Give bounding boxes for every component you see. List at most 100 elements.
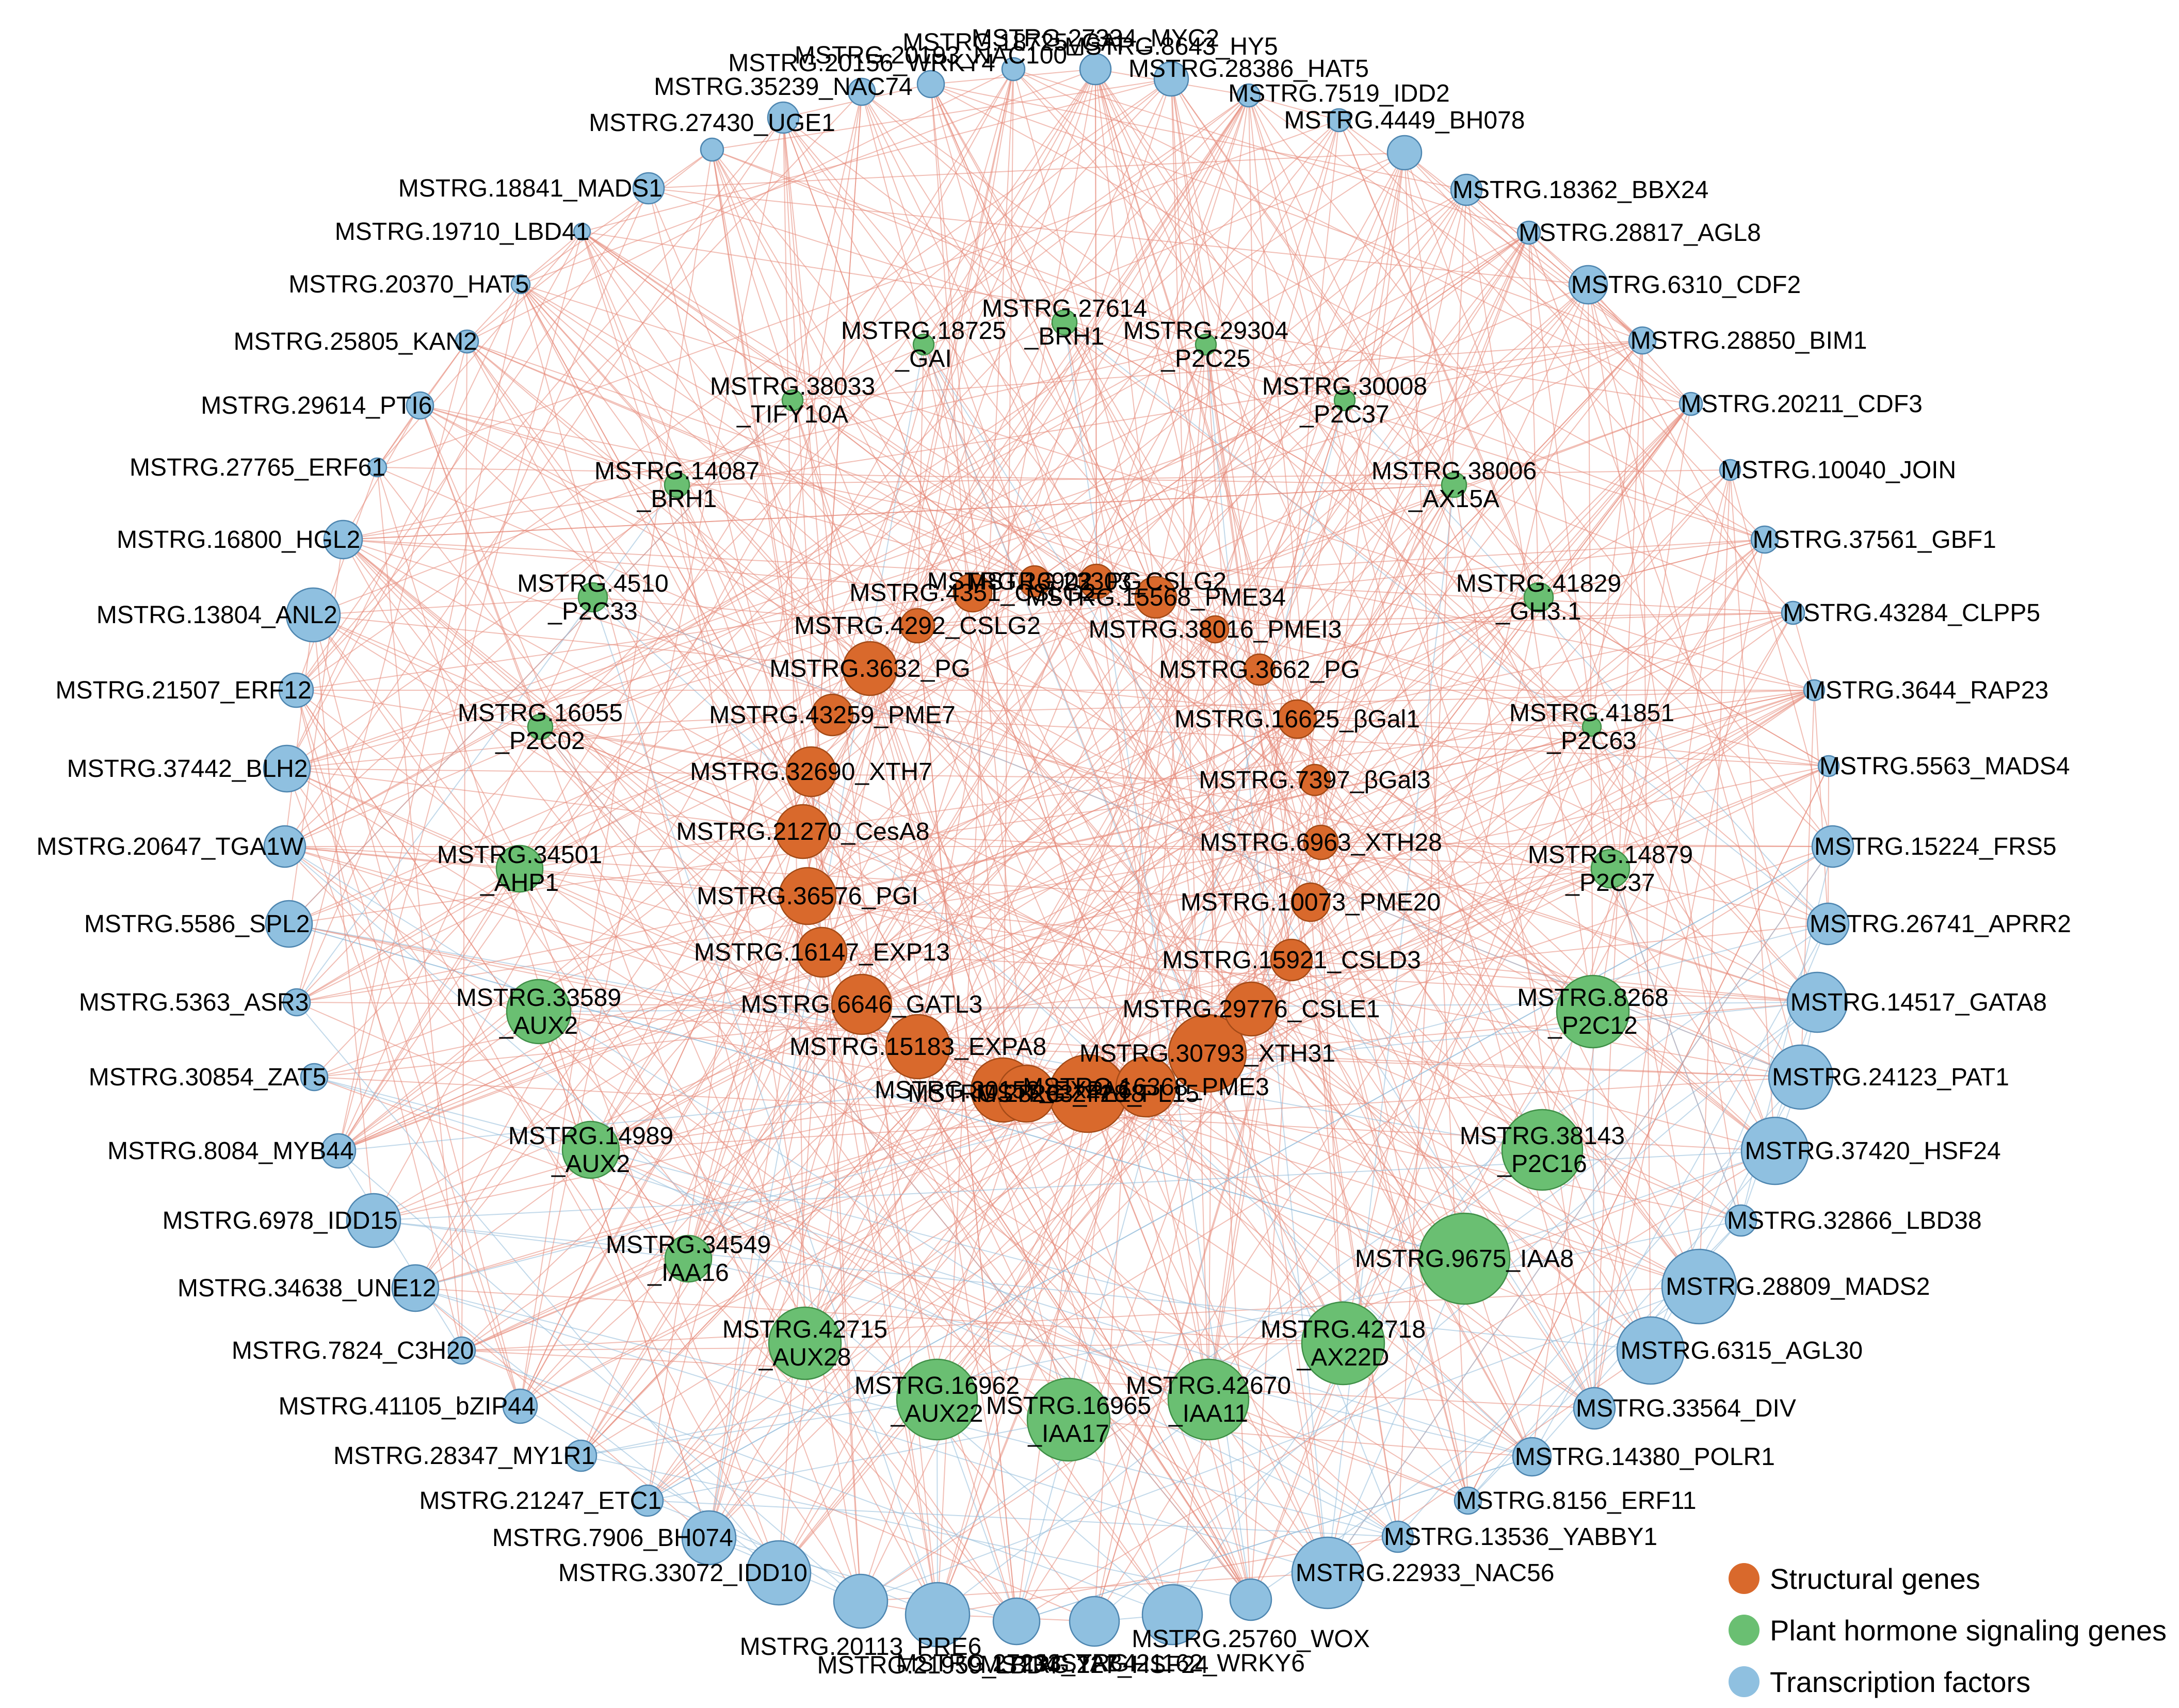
node-mstrg-5363-asr3[interactable] [282, 988, 311, 1017]
node-mstrg-21162-wrky6[interactable] [1141, 1584, 1203, 1646]
node-mstrg-16625-gal1[interactable] [1277, 699, 1317, 739]
node-mstrg-29614-pti6[interactable] [406, 391, 434, 420]
node-mstrg-28386-hat5[interactable] [1236, 83, 1261, 108]
node-mstrg-33072-idd10[interactable] [746, 1540, 812, 1606]
node-mstrg-8268-p2c12[interactable] [1556, 974, 1630, 1049]
node-mstrg-36576-pgi[interactable] [778, 867, 837, 925]
node-mstrg-22933-nac56[interactable] [1291, 1536, 1364, 1609]
node-mstrg-20211-cdf3[interactable] [1678, 392, 1703, 416]
node-mstrg-42670-iaa11[interactable] [1167, 1358, 1250, 1441]
node-mstrg-23303-cslg2[interactable] [1078, 563, 1115, 599]
node-mstrg-8643-hy5[interactable] [1153, 61, 1189, 97]
node-mstrg-28263-pl18[interactable] [997, 1064, 1056, 1123]
node-mstrg-28850-bim1[interactable] [1628, 326, 1657, 355]
node-mstrg-20370-hat5[interactable] [510, 274, 531, 295]
node-mstrg-21270-cesa8[interactable] [775, 804, 831, 859]
node-mstrg-8156-erf11[interactable] [1454, 1486, 1482, 1515]
node-mstrg-5563-mads4[interactable] [1817, 755, 1840, 777]
node-mstrg-41105-bzip44[interactable] [502, 1388, 538, 1424]
node-mstrg-38143-p2c16[interactable] [1501, 1109, 1584, 1191]
node-mstrg-27430-uge1[interactable] [700, 137, 724, 162]
node-mstrg-28809-mads2[interactable] [1661, 1248, 1737, 1325]
node-mstrg-18841-mads1[interactable] [632, 172, 665, 205]
node-mstrg-34501-ahp1[interactable] [495, 844, 544, 893]
node-mstrg-13804-anl2[interactable] [285, 587, 341, 643]
node-mstrg-6310-cdf2[interactable] [1568, 265, 1608, 305]
node-mstrg-13902-pg[interactable] [1018, 565, 1051, 598]
node-mstrg-24123-pat1[interactable] [1768, 1044, 1834, 1110]
node-mstrg-18362-bbx24[interactable] [1450, 173, 1483, 206]
node-mstrg-14517-gata8[interactable] [1786, 971, 1848, 1033]
node-mstrg-38006-ax15a[interactable] [1441, 471, 1467, 498]
node-mstrg-21247-etc1[interactable] [631, 1484, 664, 1517]
node-mstrg-7519-idd2[interactable] [1327, 108, 1351, 133]
node-mstrg-28817-agl8[interactable] [1516, 220, 1541, 245]
node-mstrg-15183-expa8[interactable] [885, 1014, 951, 1080]
node-mstrg-16962-aux22[interactable] [896, 1358, 978, 1441]
node-mstrg-16055-p2c02[interactable] [527, 713, 554, 740]
node-mstrg-16368-pme3[interactable] [1115, 1056, 1177, 1118]
node-mstrg-20156-wrky4[interactable] [847, 77, 876, 106]
node-mstrg-30854-zat5[interactable] [300, 1063, 329, 1092]
node-mstrg-8084-myb44[interactable] [320, 1133, 357, 1169]
node-mstrg-29776-csle1[interactable] [1223, 981, 1279, 1037]
node-mstrg-10073-pme20[interactable] [1290, 882, 1331, 922]
node-mstrg-4292-cslg2[interactable] [899, 608, 935, 644]
node-mstrg-227-hsf24[interactable] [1069, 1596, 1120, 1647]
node-mstrg-27765-erf61[interactable] [367, 457, 388, 478]
node-mstrg-37420-hsf24[interactable] [1740, 1116, 1810, 1185]
node-mstrg-41851-p2c63[interactable] [1581, 717, 1602, 737]
node-mstrg-18725-gai[interactable] [1001, 57, 1026, 82]
node-mstrg-3644-rap23[interactable] [1803, 679, 1826, 702]
node-mstrg-5586-spl2[interactable] [265, 900, 313, 948]
node-mstrg-14087-brh1[interactable] [664, 471, 690, 498]
node-mstrg-37561-gbf1[interactable] [1750, 525, 1779, 554]
node-mstrg-7397-gal3[interactable] [1298, 763, 1331, 796]
node-mstrg-32690-xth7[interactable] [785, 746, 837, 798]
node-mstrg-38016-pmei3[interactable] [1201, 615, 1230, 644]
node-mstrg-21959-lbd4[interactable] [905, 1582, 971, 1648]
node-mstrg-30008-p2c37[interactable] [1333, 389, 1356, 412]
node-mstrg-4351-cslg2[interactable] [953, 573, 993, 613]
node-mstrg-28347-my1r1[interactable] [564, 1439, 598, 1472]
node-mstrg-16965-iaa17[interactable] [1026, 1377, 1111, 1462]
node-mstrg-10040-join[interactable] [1719, 459, 1741, 481]
node-mstrg-41829-gh3-1[interactable] [1523, 582, 1554, 613]
node-mstrg-35239-nac74[interactable] [767, 101, 800, 134]
node-mstrg-3632-pg[interactable] [842, 641, 898, 696]
node-mstrg-26741-aprr2[interactable] [1806, 902, 1850, 946]
node-mstrg-43259-pme7[interactable] [811, 693, 854, 737]
node-mstrg-20647-tga1w[interactable] [263, 825, 306, 868]
node-mstrg-37442-blh2[interactable] [263, 744, 311, 793]
node-mstrg-13536-yabby1[interactable] [1381, 1520, 1414, 1553]
node-mstrg-4510-p2c33[interactable] [577, 582, 608, 613]
node-mstrg-27614-brh1[interactable] [1051, 309, 1078, 336]
node-mstrg-38033-tify10a[interactable] [781, 389, 804, 412]
node-mstrg-7824-c3h20[interactable] [447, 1336, 476, 1365]
node-mstrg-34549-iaa16[interactable] [664, 1234, 713, 1283]
node-mstrg-20193-nac100[interactable] [916, 70, 945, 99]
node-mstrg-6646-gatl3[interactable] [831, 973, 893, 1035]
node-mstrg-14989-aux2[interactable] [561, 1120, 620, 1179]
node-mstrg-25805-kan2[interactable] [455, 329, 479, 354]
node-mstrg-3662-pg[interactable] [1243, 653, 1276, 686]
node-mstrg-27233-yab4[interactable] [992, 1597, 1041, 1646]
node-mstrg-16800-hgl2[interactable] [323, 519, 363, 560]
node-mstrg-42718-ax22d[interactable] [1301, 1301, 1385, 1386]
node-mstrg-14380-polr1[interactable] [1512, 1437, 1552, 1477]
node-mstrg-20113-pre6[interactable] [833, 1573, 889, 1629]
node-mstrg-15921-csld3[interactable] [1270, 938, 1313, 982]
node-mstrg-6963-xth28[interactable] [1303, 824, 1339, 860]
node-mstrg-32866-lbd38[interactable] [1724, 1204, 1757, 1237]
node-mstrg-6315-agl30[interactable] [1616, 1316, 1685, 1385]
node-mstrg-43284-clpp5[interactable] [1781, 600, 1805, 625]
node-mstrg-7906-bh074[interactable] [681, 1510, 737, 1566]
node-mstrg-33564-div[interactable] [1573, 1387, 1616, 1430]
node-mstrg-30793-xth31[interactable] [1168, 1014, 1247, 1093]
node-mstrg-9675-iaa8[interactable] [1418, 1212, 1511, 1305]
node-mstrg-15568-pme34[interactable] [1134, 576, 1177, 619]
node-mstrg-14879-p2c37[interactable] [1590, 849, 1631, 889]
node-mstrg-27334-myc2[interactable] [1079, 53, 1112, 86]
node-mstrg-33589-aux2[interactable] [506, 979, 572, 1045]
node-mstrg-15224-frs5[interactable] [1811, 825, 1854, 868]
